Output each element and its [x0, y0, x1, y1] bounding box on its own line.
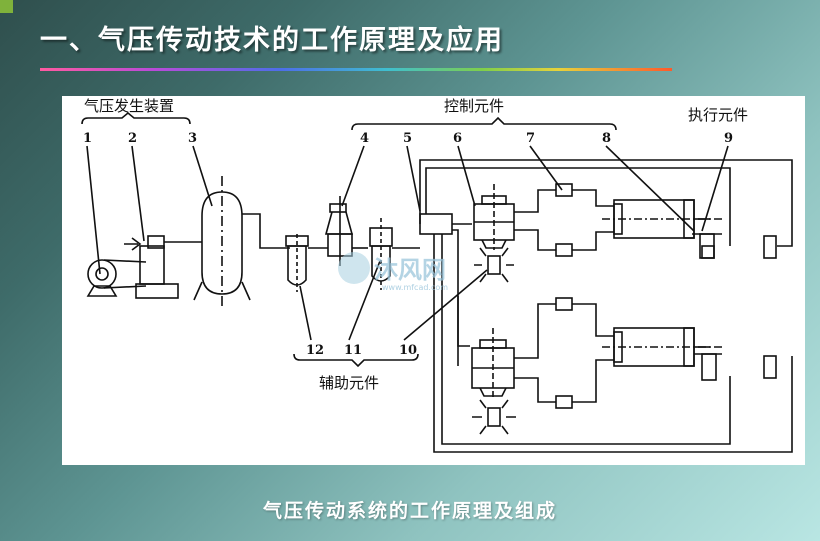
pneumatic-system-diagram: 气压发生装置 控制元件 执行元件 辅助元件 1 2 3 4 5 6 7 8 9 …: [81, 97, 793, 453]
leader-2: [131, 145, 145, 242]
num-6: 6: [453, 131, 462, 146]
leader-3: [192, 145, 213, 207]
watermark-logo-icon: [338, 252, 370, 284]
brace-control: [351, 116, 617, 131]
air-filter: [285, 234, 309, 292]
pipe-lower-cylinder-b: [572, 359, 614, 403]
num-7: 7: [526, 131, 535, 146]
control-circuit-lines: [419, 159, 793, 453]
leader-11: [348, 260, 381, 341]
lubricator: [369, 218, 393, 290]
watermark: 沐风网 www.mfcad.com: [338, 252, 448, 292]
throttle-valve-lower-b: [555, 395, 573, 409]
brace-generator: [81, 111, 191, 125]
electric-motor: [86, 259, 147, 297]
label-generator: 气压发生装置: [84, 97, 174, 115]
pressure-regulator: [324, 196, 354, 266]
corner-accent-square: [0, 0, 13, 13]
slide-caption: 气压传动系统的工作原理及组成: [262, 500, 557, 522]
leader-4: [341, 145, 365, 207]
num-4: 4: [360, 131, 369, 146]
num-12: 12: [306, 343, 324, 358]
diagram-panel: 气压发生装置 控制元件 执行元件 辅助元件 1 2 3 4 5 6 7 8 9 …: [62, 96, 805, 465]
air-compressor: [124, 235, 202, 299]
leader-6: [457, 145, 476, 207]
limit-switch-lower: [763, 355, 777, 379]
cylinder-lower: [602, 327, 722, 367]
directional-valve-upper: [473, 184, 515, 250]
label-auxiliary: 辅助元件: [319, 374, 379, 392]
load-upper: [692, 233, 722, 259]
num-1: 1: [83, 131, 92, 146]
pipe-main: [242, 213, 290, 249]
num-10: 10: [399, 343, 417, 358]
pipe-valve-throttle-b: [514, 229, 556, 251]
title-rainbow-rule: [40, 68, 672, 71]
logic-element: [419, 213, 453, 235]
num-8: 8: [602, 131, 611, 146]
solenoid-upper: [474, 247, 514, 283]
air-receiver-tank: [193, 176, 251, 306]
directional-valve-lower: [471, 328, 515, 400]
num-11: 11: [344, 343, 362, 358]
limit-switch-upper: [763, 235, 777, 259]
num-9: 9: [724, 131, 733, 146]
load-lower: [694, 353, 722, 381]
pipe-valve-throttle-a: [514, 189, 556, 213]
pipe-lower-cylinder-a: [572, 303, 614, 337]
num-2: 2: [128, 131, 137, 146]
watermark-subtext: www.mfcad.com: [382, 283, 448, 292]
leader-12: [299, 285, 312, 341]
solenoid-lower: [472, 399, 516, 435]
pipe-throttle-cylinder-b: [572, 231, 614, 251]
pipe-throttle-cylinder-a: [572, 189, 614, 207]
num-3: 3: [188, 131, 197, 146]
watermark-text: 沐风网: [374, 256, 446, 284]
pipe-lower-a: [514, 303, 556, 359]
leader-5: [406, 145, 421, 212]
brace-auxiliary: [293, 353, 419, 368]
label-actuator: 执行元件: [688, 106, 748, 124]
num-5: 5: [403, 131, 412, 146]
throttle-valve-lower-a: [555, 297, 573, 311]
leader-1: [86, 145, 101, 275]
throttle-valve-upper-b: [555, 243, 573, 257]
label-control: 控制元件: [444, 97, 504, 115]
slide-title: 一、气压传动技术的工作原理及应用: [40, 25, 504, 56]
cylinder-upper: [602, 199, 722, 239]
pipe-lower-b: [514, 377, 556, 403]
leader-10: [403, 269, 488, 341]
